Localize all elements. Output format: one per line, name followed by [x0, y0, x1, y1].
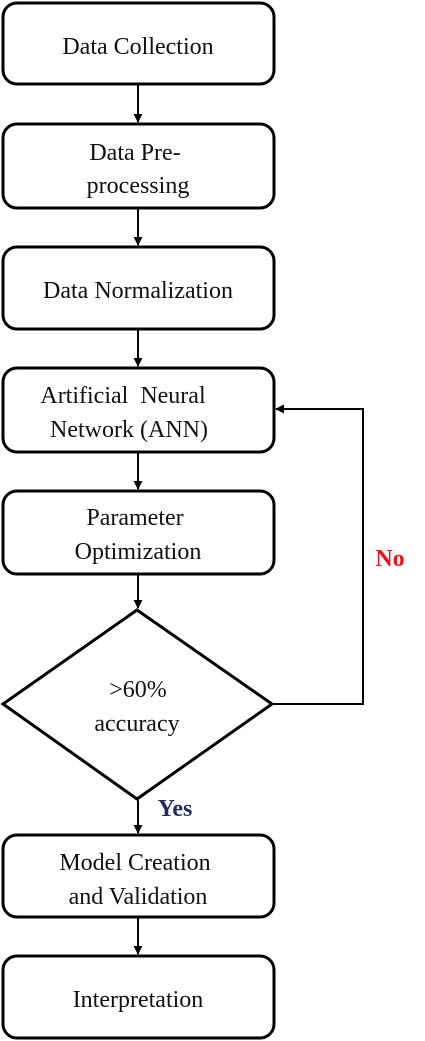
node-data-normalization — [1, 245, 276, 331]
node-ann — [1, 366, 276, 454]
label-interpretation: Interpretation — [73, 987, 204, 1013]
label-model-creation: Model Creation and Validation — [59, 850, 216, 910]
node-model-creation — [1, 833, 276, 919]
node-data-preprocessing — [1, 122, 276, 210]
edge-label-yes: Yes — [158, 796, 193, 822]
label-accuracy-decision: >60% accuracy — [94, 677, 179, 737]
label-data-collection: Data Collection — [62, 34, 213, 60]
label-ann: Artificial Neural Network (ANN) — [0, 0, 236, 443]
label-data-normalization: Data Normalization — [43, 278, 233, 304]
node-data-collection — [1, 1, 276, 86]
edge-label-no: No — [375, 546, 404, 572]
node-parameter-optimization — [1, 489, 276, 576]
node-accuracy-decision — [0, 608, 275, 801]
label-parameter-optimization: Parameter Optimization — [75, 505, 202, 565]
node-interpretation — [1, 954, 276, 1040]
label-data-preprocessing: Data Pre- processing — [87, 140, 190, 199]
arrow-no-loop-back — [272, 404, 364, 705]
